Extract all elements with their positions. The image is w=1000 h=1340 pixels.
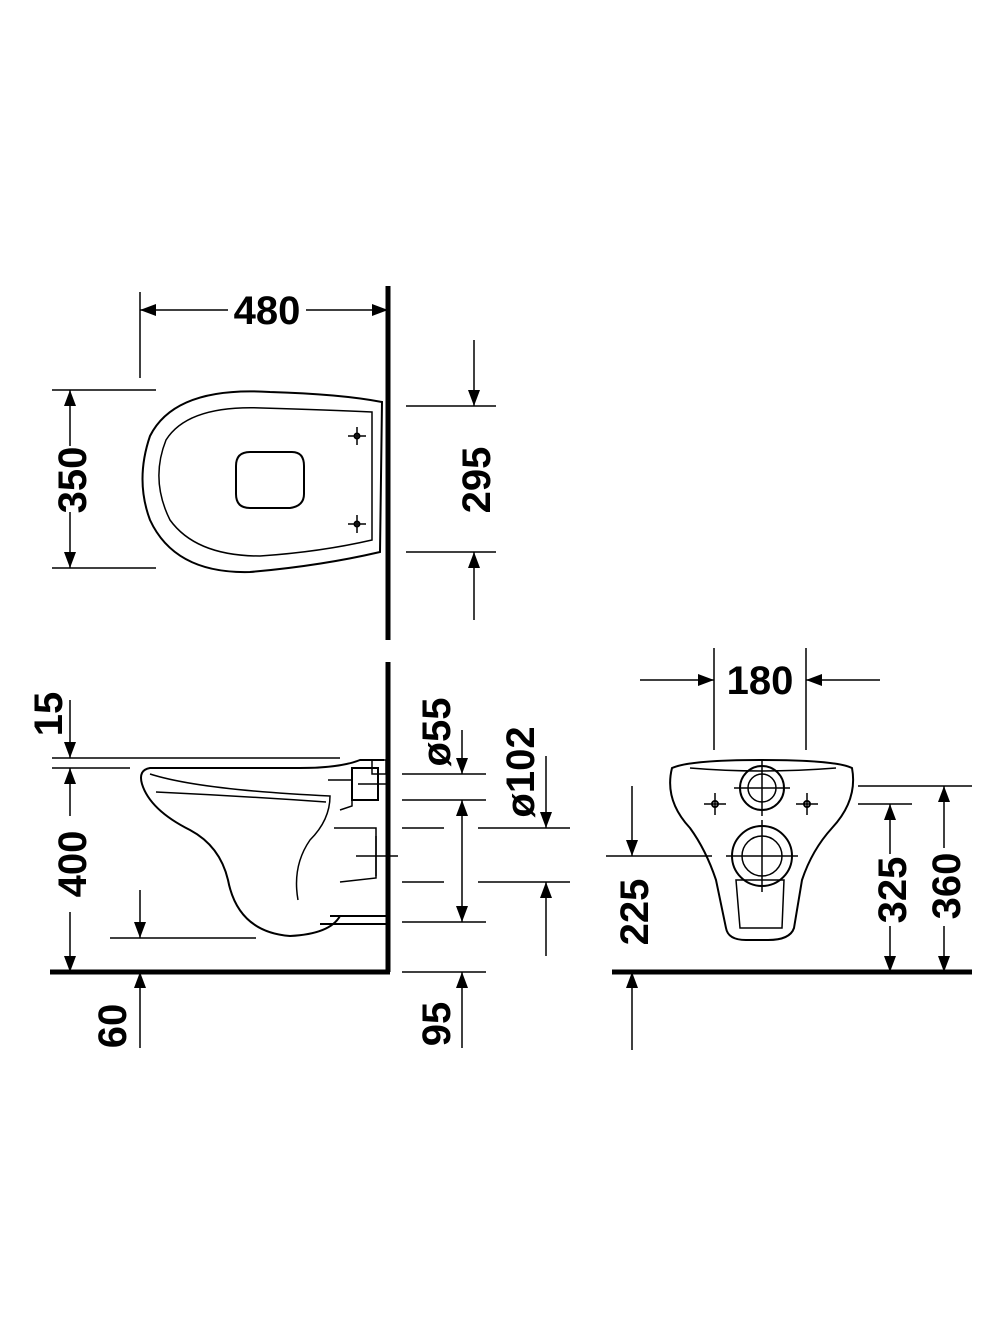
side-bowl-inner (149, 773, 331, 901)
front-view: 180 225 325 360 (606, 648, 972, 1050)
dim-60: 60 (91, 890, 256, 1048)
top-bowl-outline (141, 390, 384, 574)
side-bowl-inner-rim (155, 791, 327, 803)
dim-325: 325 (858, 803, 915, 972)
dim-400-label: 400 (51, 831, 95, 898)
dim-480-label: 480 (234, 289, 301, 333)
side-outlet-marker (356, 836, 398, 876)
side-bowl-back (328, 779, 353, 811)
front-outlet-ring (726, 820, 798, 892)
front-bowl-trap (735, 879, 785, 929)
side-outlet-pipe (334, 827, 377, 883)
side-base-lug (320, 915, 389, 925)
dim-180-label: 180 (727, 659, 794, 703)
dim-15-label: 15 (27, 692, 71, 737)
top-fixing-point-lower (348, 515, 366, 533)
dim-inlet-diameter: ø55 (402, 698, 486, 801)
top-bowl-opening (235, 451, 305, 509)
dim-325-label: 325 (871, 857, 915, 924)
dim-outlet-diameter: ø102 (402, 726, 570, 956)
dim-180: 180 (640, 648, 880, 750)
dim-360: 360 (858, 785, 972, 972)
dim-inlet-diameter-label: ø55 (415, 698, 459, 767)
dim-350: 350 (51, 389, 156, 569)
top-view: 480 350 295 (51, 286, 499, 640)
side-inlet-fitting (351, 759, 390, 801)
dim-480: 480 (139, 289, 388, 378)
dim-350-label: 350 (51, 447, 95, 514)
top-fixing-point-upper (348, 427, 366, 445)
front-fixing-point-left (704, 793, 726, 815)
top-bowl-rim (158, 407, 373, 557)
dim-225: 225 (606, 786, 712, 1050)
front-bowl-outline (669, 758, 855, 941)
front-fixing-point-right (796, 793, 818, 815)
side-view: 15 400 60 ø55 (27, 662, 570, 1048)
dim-295: 295 (406, 340, 499, 620)
dim-400: 400 (51, 768, 95, 972)
front-bowl-rim (689, 767, 837, 772)
dim-15: 15 (27, 692, 340, 769)
dim-225-label: 225 (613, 879, 657, 946)
dim-295-label: 295 (455, 447, 499, 514)
front-inlet-ring (734, 760, 790, 816)
dim-60-label: 60 (91, 1004, 135, 1049)
dim-outlet-diameter-label: ø102 (499, 726, 543, 817)
dim-360-label: 360 (925, 853, 969, 920)
dim-95: 95 (402, 800, 486, 1048)
dim-95-label: 95 (415, 1002, 459, 1047)
side-bowl-outline (140, 759, 384, 938)
